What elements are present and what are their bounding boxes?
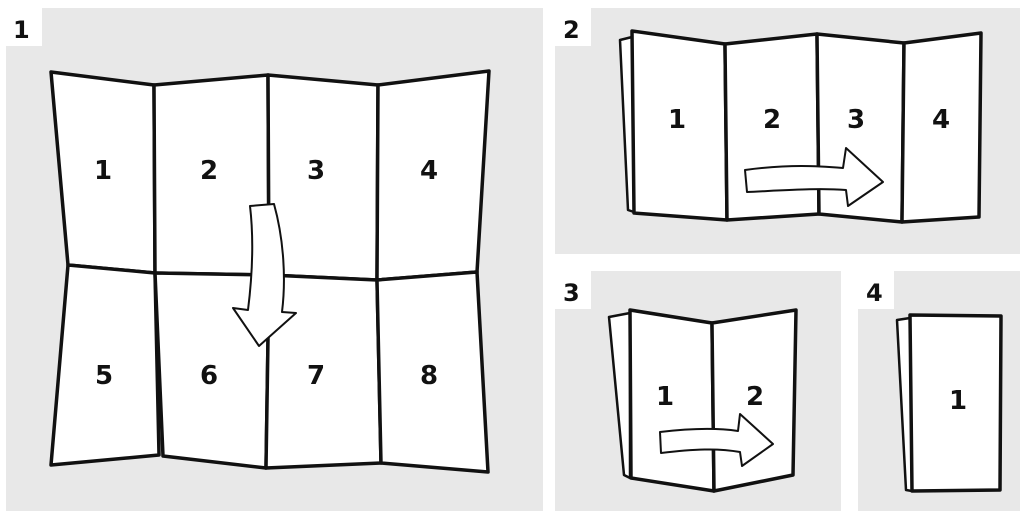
panel-number: 6	[200, 361, 218, 391]
panel-number: 2	[763, 105, 781, 135]
panel-number: 1	[656, 382, 674, 412]
step-3-panel: 3 1 2	[555, 271, 841, 511]
step-2-label: 2	[563, 16, 580, 44]
step-2-panel: 2 1 2 3 4	[555, 8, 1020, 254]
panel-number: 3	[307, 156, 325, 186]
panel-number: 1	[94, 156, 112, 186]
step-1-panel: 1 1 2 3 4 5 6 7 8	[6, 8, 543, 511]
step-3-label: 3	[563, 279, 580, 307]
step-4-panel: 4 1	[858, 271, 1020, 511]
panel-number: 1	[668, 105, 686, 135]
step-4-label: 4	[866, 279, 883, 307]
panel-number: 8	[420, 361, 438, 391]
step-1-label: 1	[13, 16, 30, 44]
panel-number: 2	[746, 382, 764, 412]
panel-number: 1	[949, 386, 967, 416]
panel-number: 4	[420, 156, 438, 186]
panel-number: 7	[307, 361, 325, 391]
panel-number: 5	[95, 361, 113, 391]
panel-number: 2	[200, 156, 218, 186]
panel-number: 4	[932, 105, 950, 135]
panel-number: 3	[847, 105, 865, 135]
